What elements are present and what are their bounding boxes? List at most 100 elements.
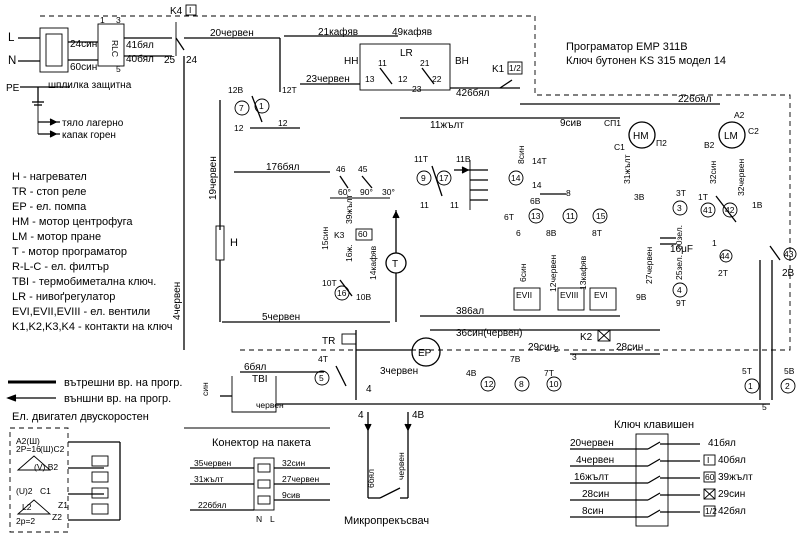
- valve-evi: [589, 287, 617, 311]
- header-line2: Ключ бутонен KS 315 модел 14: [566, 55, 726, 67]
- micro-wire-1: 6бял: [366, 469, 376, 488]
- tbi-wire-ci: син: [200, 382, 210, 396]
- contact-5: 5: [762, 402, 767, 412]
- wire-24: 24син: [70, 39, 97, 50]
- contact-14: 14: [532, 180, 542, 190]
- contact-7B: 7B: [510, 354, 521, 364]
- contact-3: 3: [572, 352, 577, 362]
- contact-4c: 4: [677, 285, 682, 295]
- ks-icon-half: 1/2: [705, 506, 717, 516]
- motor-T-label: T: [392, 259, 398, 270]
- wire-9: 9сив: [560, 118, 581, 129]
- heater-label: H: [230, 237, 238, 249]
- hm-c1: C1: [614, 142, 625, 152]
- contact-1B: 1B: [752, 200, 763, 210]
- wire-12-valve: 12червен: [548, 255, 558, 292]
- mb-c2: (Ш)C2: [40, 444, 65, 454]
- wire-39: 39жълт: [344, 194, 354, 224]
- ks-icon-60: 60: [705, 472, 715, 482]
- lr-12: 12: [398, 74, 408, 84]
- lr-bh: BH: [455, 56, 469, 67]
- contact-8B: 8B: [546, 228, 557, 238]
- contact-12B: 12B: [228, 85, 243, 95]
- lm-c2: C2: [748, 126, 759, 136]
- wire-16: 16ж.: [344, 244, 354, 262]
- wire-20: 20червен: [210, 28, 254, 39]
- valve-evii: [513, 287, 541, 311]
- lr-21: 21: [420, 58, 430, 68]
- hm-p2: П2: [656, 138, 667, 148]
- wire-27: 27червен: [644, 247, 654, 284]
- mb-z1: Z1: [58, 500, 68, 510]
- k1-label: K1: [492, 64, 505, 75]
- contact-11T: 11T: [414, 154, 428, 164]
- mb-l2: L2: [22, 502, 32, 512]
- wire-11: 11жълт: [430, 120, 464, 131]
- wire-8: 8син: [516, 145, 526, 164]
- contact-43: 43: [784, 249, 794, 259]
- wire-30: 30зел.: [674, 225, 684, 250]
- micro-title: Микропрекъсвач: [344, 515, 429, 527]
- legend-item: R-L-C - ел. филтър: [12, 261, 109, 273]
- wire-32c: 32червен: [736, 159, 746, 196]
- ep-label: EP: [418, 348, 432, 359]
- contact-13: 13: [531, 211, 541, 221]
- ground-1: шплилка защитна: [48, 80, 132, 91]
- label-L: L: [8, 32, 15, 44]
- node-25: 25: [164, 55, 176, 66]
- rlc-node-5: 5: [116, 64, 121, 74]
- k2-label: K2: [580, 332, 593, 343]
- eviii-label: EVIII: [560, 290, 578, 300]
- wire-29: 29син: [528, 342, 555, 353]
- wire-6-valve: 6син: [518, 263, 528, 282]
- ks-left-0: 20червен: [570, 438, 614, 449]
- contact-16: 16: [337, 288, 347, 298]
- contact-7T: 7T: [544, 368, 554, 378]
- contact-circle-7: [234, 100, 250, 116]
- wire-5: 5червен: [262, 312, 300, 323]
- contact-14T: 14T: [532, 156, 547, 166]
- ks-left-1: 4червен: [576, 455, 614, 466]
- wire-4: 4червен: [172, 282, 183, 320]
- contact-2: 2: [554, 344, 559, 354]
- connector-body: [253, 457, 275, 511]
- lr-23: 23: [412, 84, 422, 94]
- contact-5: 5: [319, 373, 324, 383]
- contact-46: 46: [336, 164, 346, 174]
- lr-13: 13: [365, 74, 375, 84]
- contact-5B: 5B: [784, 366, 795, 376]
- mb-z2: Z2: [52, 512, 62, 522]
- plug-socket: [39, 27, 69, 73]
- contact-15: 15: [596, 211, 606, 221]
- connector-right-2: 9сив: [282, 490, 301, 500]
- connector-left-1: 31жълт: [194, 474, 224, 484]
- tbi-wire-cv: червен: [256, 400, 284, 410]
- contact-3B: 3B: [634, 192, 645, 202]
- rlc-node-3: 3: [116, 15, 121, 25]
- lr-label: LR: [400, 48, 413, 59]
- tbi-label: TBI: [252, 374, 268, 385]
- mb-a2: A2(Ш): [16, 436, 40, 446]
- contact-6: 6: [516, 228, 521, 238]
- node-24: 24: [186, 55, 198, 66]
- contact-2B: 2B: [782, 268, 795, 279]
- contact-12T: 12T: [282, 85, 297, 95]
- wire-legend-external: външни вр. на прогр.: [64, 393, 171, 405]
- micro-4: 4: [358, 410, 364, 421]
- legend-item: T - мотор програматор: [12, 246, 127, 258]
- contact-6T: 6T: [504, 212, 514, 222]
- micro-wire-2: червен: [396, 452, 406, 480]
- wire-25: 25зел.: [674, 255, 684, 280]
- evii-label: EVII: [516, 290, 532, 300]
- contact-6B: 6B: [530, 196, 541, 206]
- ground-2: тяло лагерно: [62, 118, 124, 129]
- evi-label: EVI: [594, 290, 608, 300]
- connector-title: Конектор на пакета: [212, 437, 312, 449]
- connector-left-0: 35червен: [194, 458, 231, 468]
- capacitor: 16μF: [670, 244, 693, 255]
- legend-item: K1,K2,K3,K4 - контакти на ключ: [12, 321, 172, 333]
- wire-60: 60син: [70, 62, 97, 73]
- motor-lm: [718, 121, 746, 149]
- contact-10: 10: [549, 379, 559, 389]
